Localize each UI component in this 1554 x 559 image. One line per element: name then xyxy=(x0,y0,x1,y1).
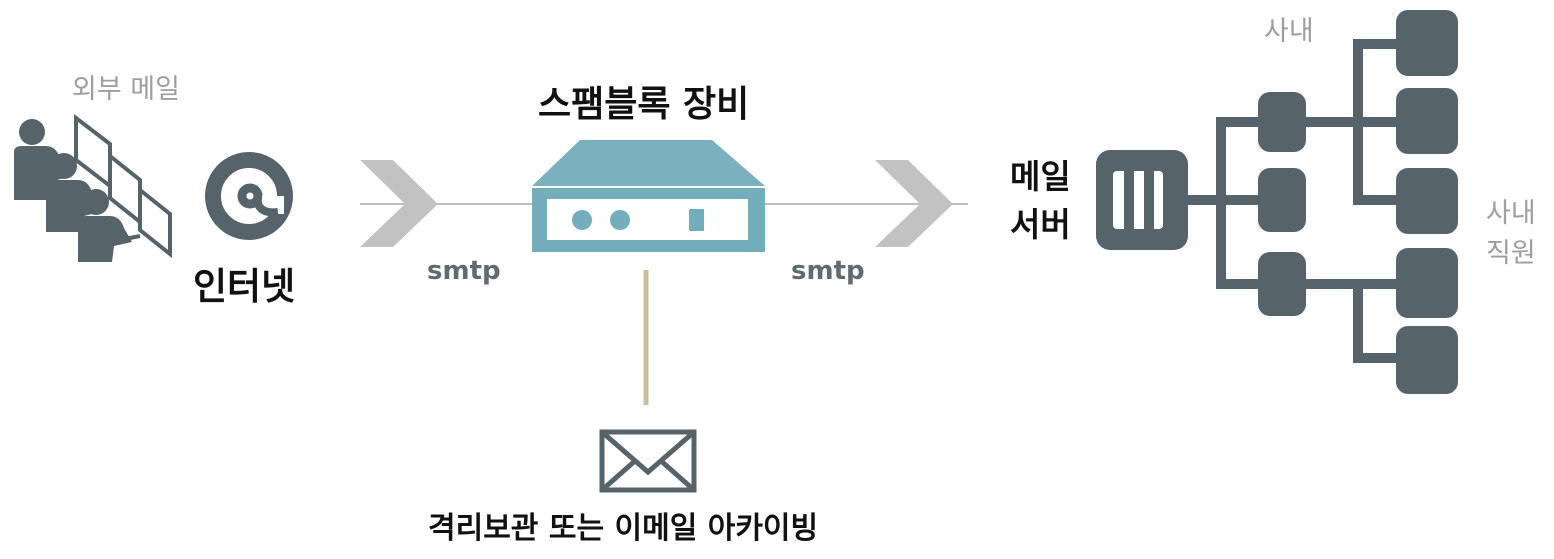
external-mail-label: 외부 메일 xyxy=(72,74,180,105)
at-sign-icon xyxy=(205,152,293,240)
quarantine-label: 격리보관 또는 이메일 아카이빙 xyxy=(428,511,819,546)
org-node-manager xyxy=(1258,168,1306,232)
org-tree-icon xyxy=(1188,10,1458,394)
spam-device-label: 스팸블록 장비 xyxy=(538,84,750,125)
employees-label-line1: 사내 xyxy=(1486,198,1536,229)
internet-label: 인터넷 xyxy=(193,265,296,308)
org-node-employee xyxy=(1396,248,1458,318)
envelope-icon xyxy=(599,429,697,493)
mail-server-icon xyxy=(1096,150,1188,250)
mail-server-label-line1: 메일 xyxy=(1010,157,1071,196)
employees-label-line2: 직원 xyxy=(1486,238,1536,269)
org-node-employee xyxy=(1396,10,1458,76)
org-node-employee xyxy=(1396,88,1458,154)
mail-server-label-line2: 서버 xyxy=(1010,205,1071,244)
org-node-manager xyxy=(1258,92,1306,152)
org-node-manager xyxy=(1258,252,1306,316)
users-at-computers-icon xyxy=(14,113,172,262)
internal-label: 사내 xyxy=(1264,16,1314,47)
smtp-label-left: smtp xyxy=(427,256,501,286)
spam-block-appliance-icon xyxy=(532,140,765,252)
org-node-employee xyxy=(1396,168,1458,234)
smtp-label-right: smtp xyxy=(791,256,865,286)
chevron-arrow-icon xyxy=(360,160,438,247)
org-node-employee xyxy=(1396,326,1458,394)
chevron-arrow-icon xyxy=(875,160,953,247)
